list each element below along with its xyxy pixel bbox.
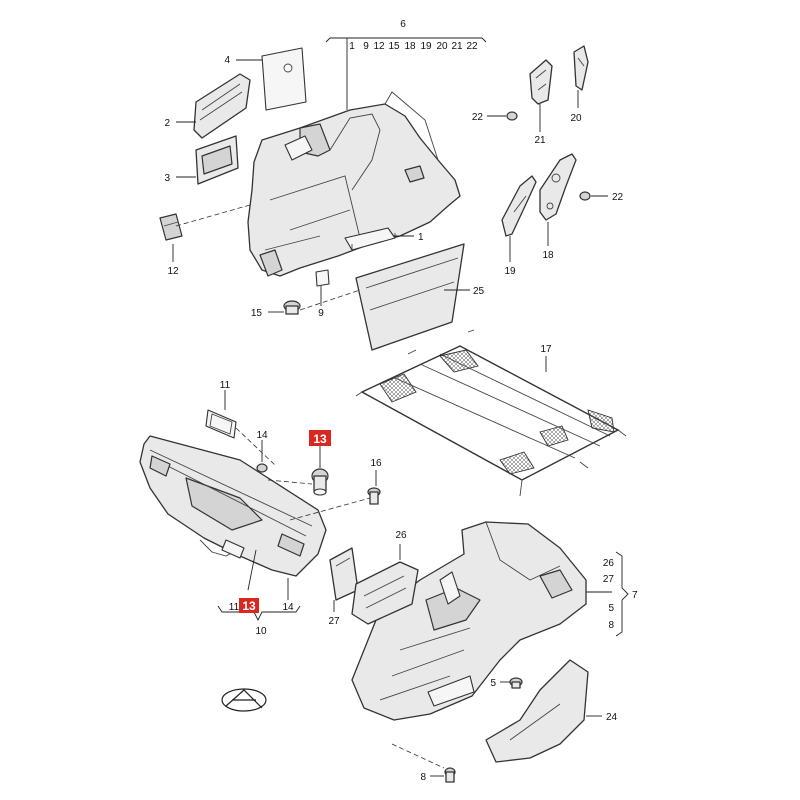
callout-17: 17	[540, 344, 552, 355]
cover-24	[485, 659, 589, 763]
callout-6-ref: 20	[436, 41, 448, 52]
callout-13-lower-highlight: 13	[239, 598, 259, 613]
callout-4: 4	[224, 55, 230, 66]
callout-5: 5	[490, 678, 496, 689]
callout-22-top: 22	[472, 112, 484, 123]
callout-11-lower: 11	[229, 602, 240, 613]
callout-6: 6	[400, 19, 406, 30]
washer-22-top	[506, 111, 518, 121]
insert-26	[351, 561, 419, 625]
tag-9	[315, 269, 330, 287]
callout-8: 8	[420, 772, 426, 783]
callout-6-ref: 1	[349, 41, 355, 52]
callout-7-ref: 5	[608, 603, 614, 614]
cover-card-4	[261, 47, 307, 111]
leaders-middle-left	[217, 390, 377, 622]
callout-2: 2	[164, 118, 170, 129]
callout-13: 13	[313, 432, 327, 446]
clip-5	[509, 677, 523, 689]
callout-7-ref: 26	[603, 558, 615, 569]
callout-26: 26	[395, 530, 407, 541]
callout-6-ref: 12	[373, 41, 385, 52]
callout-11: 11	[220, 380, 231, 391]
bracket-20	[573, 45, 589, 91]
callout-labels: 6 1 9 12 15 18 19 20 21 22 4 2 3 12 15 9…	[164, 19, 638, 783]
bracket-21	[529, 59, 553, 105]
bolt-8	[444, 767, 456, 783]
callout-25: 25	[473, 286, 485, 297]
floor-mat-25	[355, 243, 465, 351]
clip-12	[159, 213, 183, 241]
grommet-13	[311, 468, 329, 496]
callout-12: 12	[167, 266, 179, 277]
nut-14	[256, 463, 268, 473]
box-insert	[344, 227, 396, 251]
rear-cross-panel-10	[139, 435, 327, 577]
cover-plate-3	[195, 135, 239, 185]
callout-24: 24	[606, 712, 618, 723]
callout-18: 18	[542, 250, 554, 261]
callout-20: 20	[570, 113, 582, 124]
callout-14-lower: 14	[282, 602, 294, 613]
cover-panel-2	[193, 73, 251, 139]
callout-7-ref: 27	[603, 574, 615, 585]
bolt-16	[367, 487, 381, 505]
callout-6-refs: 1 9 12 15 18 19 20 21 22	[349, 41, 478, 52]
callout-6-ref: 18	[404, 41, 416, 52]
callout-3: 3	[164, 173, 170, 184]
callout-6-ref: 19	[420, 41, 432, 52]
callout-7-refs: 26 27 5 8	[603, 558, 615, 631]
callout-14: 14	[256, 430, 268, 441]
pad-11	[205, 409, 237, 439]
callout-6-ref: 15	[388, 41, 400, 52]
washer-22-lower	[579, 191, 591, 201]
callout-6-ref: 22	[466, 41, 478, 52]
plug-15	[283, 300, 301, 315]
leaders-bottom-right	[333, 544, 629, 777]
brand-logo-icon	[221, 688, 267, 712]
leaders-top-right	[487, 90, 608, 262]
callout-16: 16	[370, 458, 382, 469]
callout-21: 21	[534, 135, 546, 146]
callout-1: 1	[418, 232, 424, 243]
callout-19: 19	[504, 266, 516, 277]
callout-6-ref: 21	[451, 41, 463, 52]
callout-7-ref: 8	[608, 620, 614, 631]
callout-6-ref: 9	[363, 41, 369, 52]
luggage-net-17	[355, 329, 627, 497]
callout-10: 10	[255, 626, 267, 637]
bracket-18	[539, 153, 577, 221]
callout-13-highlight: 13	[309, 430, 331, 446]
callout-13-lower: 13	[242, 599, 256, 613]
leaders-top-left	[172, 37, 487, 313]
bracket-27	[329, 547, 359, 601]
callout-7: 7	[632, 590, 638, 601]
left-side-trim-panel	[247, 91, 461, 277]
callout-27: 27	[328, 616, 340, 627]
callout-22-lower: 22	[612, 192, 624, 203]
callout-9: 9	[318, 308, 324, 319]
bracket-19	[501, 175, 537, 237]
callout-15: 15	[251, 308, 263, 319]
